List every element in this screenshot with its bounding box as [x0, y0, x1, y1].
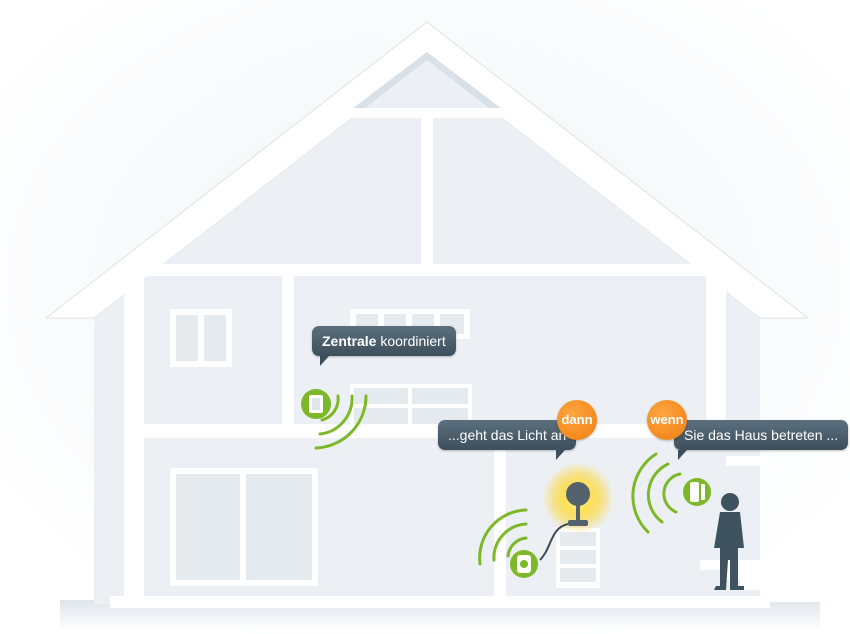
- bubble-zentrale: Zentrale koordiniert: [312, 326, 456, 366]
- dresser: [350, 384, 472, 426]
- bubble-licht-text: ...geht das Licht an: [448, 427, 567, 443]
- person-icon: [714, 493, 744, 590]
- wireless-signal-icon: [314, 394, 682, 566]
- bubble-licht: ...geht das Licht an: [438, 420, 577, 460]
- bubble-haus: Sie das Haus betreten ...: [674, 420, 849, 460]
- smart-plug-icon: [510, 550, 538, 578]
- badge-wenn: wenn: [647, 400, 687, 440]
- bubble-haus-text: Sie das Haus betreten ...: [684, 427, 839, 443]
- ground-door: [170, 468, 318, 586]
- nightstand: [556, 528, 600, 588]
- upper-window: [170, 309, 232, 367]
- bubble-zentrale-bold: Zentrale: [322, 333, 377, 349]
- door-sensor-icon: [683, 478, 711, 506]
- bubble-zentrale-text: koordiniert: [376, 333, 446, 349]
- house-walls: [110, 108, 820, 608]
- hub-device-icon: [301, 389, 331, 419]
- table-lamp-icon: [539, 482, 590, 561]
- badge-dann: dann: [557, 400, 597, 440]
